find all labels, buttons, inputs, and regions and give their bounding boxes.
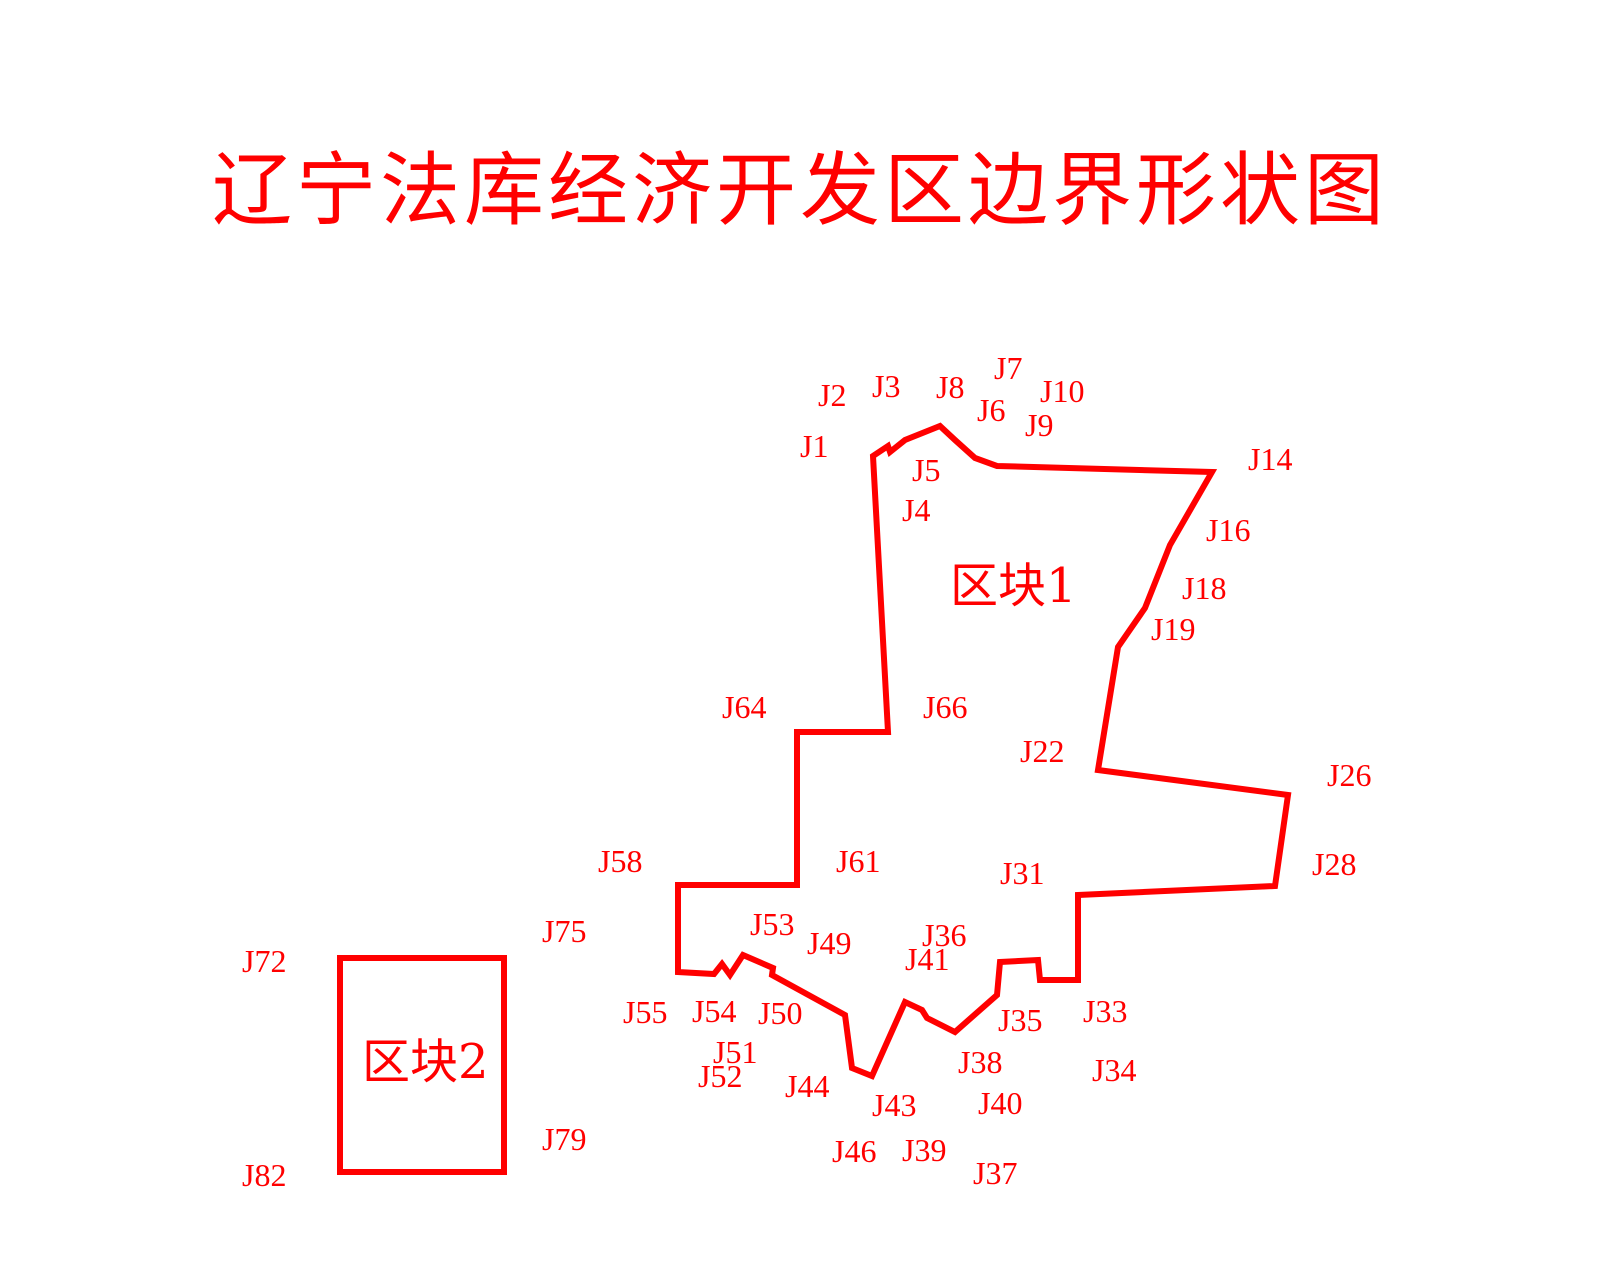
point-label-j46: J46 (832, 1133, 876, 1169)
point-label-j8: J8 (936, 369, 964, 405)
point-label-j3: J3 (872, 368, 900, 404)
point-label-j19: J19 (1151, 611, 1195, 647)
point-label-j28: J28 (1312, 846, 1356, 882)
point-label-j1: J1 (800, 428, 828, 464)
block-2-label: 区块2 (362, 1034, 489, 1090)
point-label-j75: J75 (542, 913, 586, 949)
point-label-j49: J49 (807, 925, 851, 961)
point-label-j55: J55 (623, 994, 667, 1030)
point-label-j72: J72 (242, 943, 286, 979)
point-label-j50: J50 (758, 995, 802, 1031)
point-label-j34: J34 (1092, 1052, 1136, 1088)
point-label-j26: J26 (1327, 757, 1371, 793)
point-label-j6: J6 (977, 392, 1005, 428)
point-label-j40: J40 (978, 1085, 1022, 1121)
point-label-j43: J43 (872, 1087, 916, 1123)
point-label-j5: J5 (912, 452, 940, 488)
point-label-j10: J10 (1040, 373, 1084, 409)
point-label-j37: J37 (973, 1155, 1017, 1191)
point-label-j35: J35 (998, 1002, 1042, 1038)
map-title: 辽宁法库经济开发区边界形状图 (212, 144, 1388, 237)
point-label-j7: J7 (994, 350, 1022, 386)
point-label-j31: J31 (1000, 855, 1044, 891)
point-label-j51: J51 (713, 1034, 757, 1070)
point-label-j82: J82 (242, 1157, 286, 1193)
point-label-j54: J54 (692, 993, 736, 1029)
point-label-j41: J41 (905, 941, 949, 977)
point-label-j38: J38 (958, 1044, 1002, 1080)
point-label-j4: J4 (902, 492, 930, 528)
point-label-j52: J52 (698, 1058, 742, 1094)
point-label-j14: J14 (1248, 441, 1292, 477)
point-label-j66: J66 (923, 689, 967, 725)
point-label-j22: J22 (1020, 733, 1064, 769)
block-2-boundary (337, 955, 507, 1175)
point-label-j36: J36 (922, 917, 966, 953)
point-label-j79: J79 (542, 1121, 586, 1157)
point-label-j18: J18 (1182, 570, 1226, 606)
point-label-j39: J39 (902, 1132, 946, 1168)
point-label-j53: J53 (750, 906, 794, 942)
point-label-j16: J16 (1206, 512, 1250, 548)
point-label-j64: J64 (722, 689, 766, 725)
point-label-j9: J9 (1025, 407, 1053, 443)
block-1-boundary (675, 422, 1292, 1080)
point-label-j33: J33 (1083, 993, 1127, 1029)
block-1-label: 区块1 (950, 558, 1077, 614)
point-label-j2: J2 (818, 377, 846, 413)
point-label-j44: J44 (785, 1068, 829, 1104)
point-label-j61: J61 (836, 843, 880, 879)
point-label-j58: J58 (598, 843, 642, 879)
